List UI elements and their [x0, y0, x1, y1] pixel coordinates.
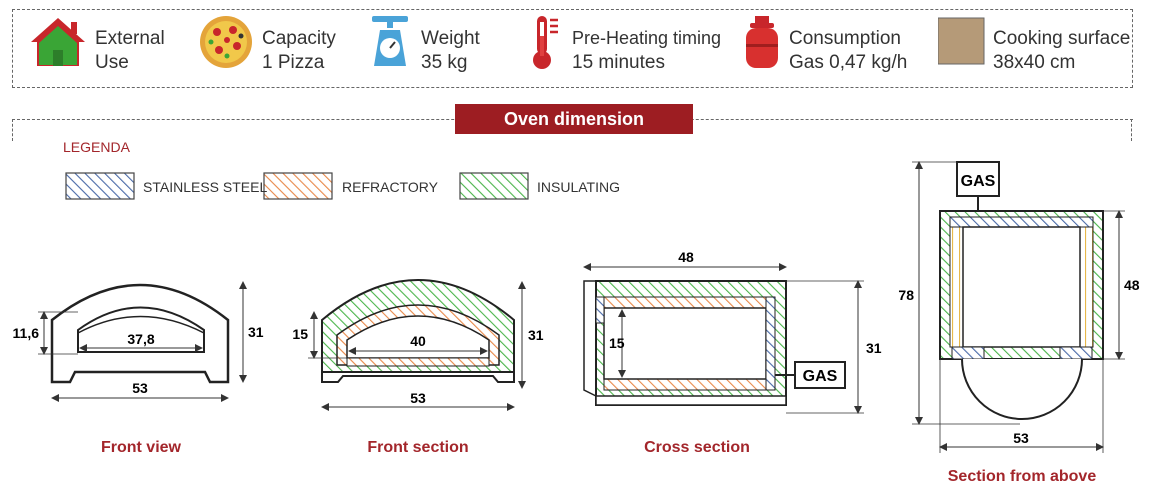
dim-width: 53 — [410, 390, 426, 406]
legend-swatch-insulating — [459, 172, 529, 200]
caption-cross-section: Cross section — [644, 439, 750, 456]
legend-swatch-refractory — [263, 172, 333, 200]
legend-swatch-steel — [65, 172, 135, 200]
thermometer-icon — [533, 16, 558, 69]
spec-value: 15 minutes — [572, 52, 665, 73]
dim-height: 31 — [248, 324, 264, 340]
front-view-drawing — [50, 283, 230, 384]
house-icon — [31, 18, 85, 66]
spec-value: 38x40 cm — [993, 52, 1076, 73]
caption-front-view: Front view — [101, 439, 182, 456]
dim-width: 53 — [1013, 430, 1029, 446]
dim-height: 31 — [528, 327, 544, 343]
legend-title: LEGENDA — [63, 139, 130, 155]
dim-inner-width: 40 — [410, 333, 426, 349]
legend-label: REFRACTORY — [342, 179, 439, 195]
caption-front-section: Front section — [367, 439, 468, 456]
dim-height: 31 — [866, 340, 882, 356]
dim-inner-height: 15 — [292, 326, 308, 342]
dim-depth: 48 — [678, 249, 694, 265]
section-title: Oven dimension — [455, 104, 693, 134]
dim-mouth-height: 11,6 — [13, 325, 40, 341]
front-section-drawing — [321, 279, 515, 383]
caption-section-above: Section from above — [948, 468, 1097, 485]
stone-surface-icon — [938, 17, 985, 65]
spec-value: 35 kg — [421, 52, 468, 73]
spec-value: 1 Pizza — [262, 52, 325, 73]
spec-label: Pre-Heating timing — [572, 28, 722, 48]
section-above-drawing — [939, 210, 1104, 420]
legend-label: STAINLESS STEEL — [143, 179, 267, 195]
specs-box — [12, 9, 1133, 88]
dim-inner-width: 37,8 — [127, 331, 154, 347]
spec-label: External — [95, 28, 165, 49]
dim-inner-height: 15 — [609, 335, 625, 351]
scale-icon — [372, 16, 408, 66]
gas-bottle-icon — [746, 16, 778, 68]
spec-label: Consumption — [789, 28, 901, 49]
gas-label: GAS — [961, 173, 996, 190]
dim-length: 78 — [898, 287, 914, 303]
spec-label: Capacity — [262, 28, 336, 49]
dim-width: 53 — [132, 380, 148, 396]
spec-label: Cooking surface — [993, 28, 1131, 49]
spec-label: Weight — [421, 28, 480, 49]
dim-depth: 48 — [1124, 277, 1140, 293]
gas-label: GAS — [803, 368, 838, 385]
legend-label: INSULATING — [537, 179, 620, 195]
divider-tick — [12, 119, 13, 141]
cross-section-drawing — [583, 280, 787, 406]
divider-tick — [1131, 119, 1132, 141]
pizza-icon — [200, 16, 252, 68]
spec-value: Gas 0,47 kg/h — [789, 52, 908, 73]
spec-value: Use — [95, 52, 129, 73]
